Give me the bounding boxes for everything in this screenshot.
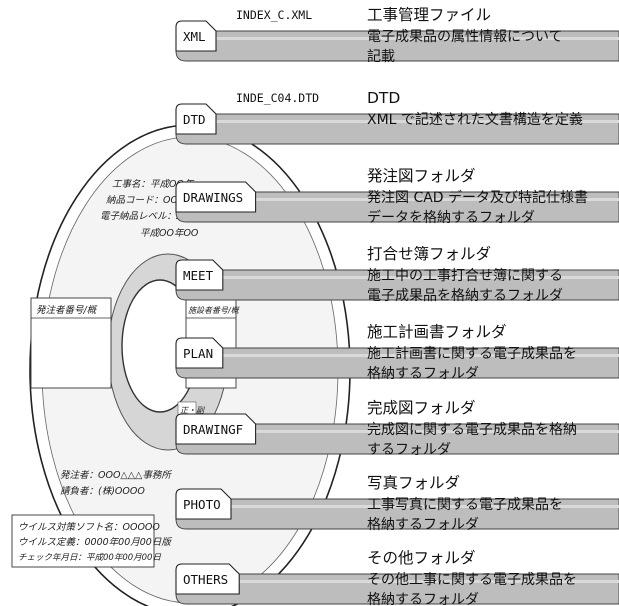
- disc-box-right-label: 施設者番号/概: [188, 306, 241, 315]
- folder-tab-label: DRAWINGF: [183, 422, 243, 437]
- file-name: INDEX_C.XML: [236, 8, 312, 22]
- item-description-line: 格納するフォルダ: [367, 592, 479, 606]
- cd-disc: 工事名：平成OO年 納品コード：OOO 電子納品レベル：2 平成OO年OO 発注…: [11, 124, 351, 606]
- folder-band-highlight: [216, 120, 619, 123]
- item-description-line: XML で記述された文書構造を定義: [367, 111, 583, 128]
- item-description-line: データを格納するフォルダ: [367, 209, 535, 226]
- item-description-line: 施工計画書に関する電子成果品を: [367, 346, 577, 362]
- item-title: 施工計画書フォルダ: [367, 323, 507, 341]
- dtd-item: DTD INDE_C04.DTD DTD XML で記述された文書構造を定義: [175, 89, 619, 145]
- item-description-line: 完成図に関する電子成果品を格納: [367, 422, 577, 438]
- folder-band-highlight: [222, 276, 619, 279]
- folder-tab: [175, 20, 217, 52]
- folder-tab: [175, 181, 257, 213]
- folder-tab-label: MEET: [183, 268, 214, 283]
- folder-tab: [175, 337, 224, 369]
- disc-box-left-label: 発注者番号/概: [36, 304, 98, 316]
- item-description-line: するフォルダ: [367, 442, 451, 458]
- folder-tab: [175, 488, 232, 520]
- folder-band-highlight: [231, 505, 619, 508]
- item-description-line: 施工中の工事打合せ簿に関する: [367, 267, 563, 284]
- item-description-line: 工事写真に関する電子成果品を: [367, 497, 563, 513]
- item-description-line: 格納するフォルダ: [367, 366, 479, 382]
- folder-tab-label: PHOTO: [183, 497, 221, 512]
- disc-label-line: 工事名：平成OO年: [112, 178, 195, 190]
- disc-virus-box: [11, 514, 155, 568]
- folder-tab-label: DRAWINGS: [183, 190, 243, 205]
- disc-label-line: 納品コード：OOO: [106, 195, 186, 206]
- disc-virus-line: ウイルス定義：0000年00月00日版: [18, 536, 172, 548]
- item-description-line: 記載: [367, 48, 395, 65]
- folder-tab-label: OTHERS: [183, 572, 228, 587]
- disc-virus-line: ウイルス対策ソフト名：OOOOO: [18, 521, 160, 533]
- item-title: 工事管理ファイル: [367, 6, 491, 24]
- item-title: 発注図フォルダ: [367, 167, 476, 185]
- disc-box-left: [30, 297, 112, 389]
- item-description-line: その他工事に関する電子成果品を: [367, 572, 577, 588]
- folder-tab: [175, 563, 240, 595]
- folder-band-highlight: [255, 198, 619, 201]
- disc-label-line: 電子納品レベル：2: [100, 211, 182, 222]
- folder-band-highlight: [222, 354, 619, 357]
- disc-virus-line: チェック年月日：平成00年00月00日: [18, 552, 161, 563]
- folder-tab-label: PLAN: [183, 346, 213, 361]
- item-title: 完成図フォルダ: [367, 399, 476, 417]
- item-description-line: 格納するフォルダ: [367, 517, 479, 533]
- disc-issuer-line: 請負者：(株)OOOO: [60, 485, 145, 497]
- file-name: INDE_C04.DTD: [236, 91, 319, 105]
- folder-tab-label: XML: [183, 29, 206, 44]
- item-description-line: 電子成果品の属性情報について: [367, 29, 563, 45]
- disc-copy-tag: 正・副: [180, 406, 206, 415]
- item-description-line: 発注図 CAD データ及び特記仕様書: [367, 189, 588, 206]
- item-title: その他フォルダ: [367, 549, 476, 567]
- folder-tab-label: DTD: [183, 112, 206, 127]
- folder-band-highlight: [255, 430, 619, 433]
- folder-tab: [175, 413, 257, 445]
- folder-band-highlight: [216, 37, 619, 40]
- item-title: 写真フォルダ: [367, 474, 460, 492]
- item-description-line: 電子成果品を格納するフォルダ: [367, 288, 563, 304]
- item-title: 打合せ簿フォルダ: [367, 245, 491, 263]
- folder-tab: [175, 103, 217, 135]
- disc-label-line: 平成OO年OO: [140, 227, 199, 239]
- folder-band-highlight: [239, 580, 619, 583]
- disc-issuer-line: 発注者：OOO△△△事務所: [60, 469, 172, 481]
- folder-tab: [175, 259, 224, 291]
- item-title: DTD: [367, 89, 400, 107]
